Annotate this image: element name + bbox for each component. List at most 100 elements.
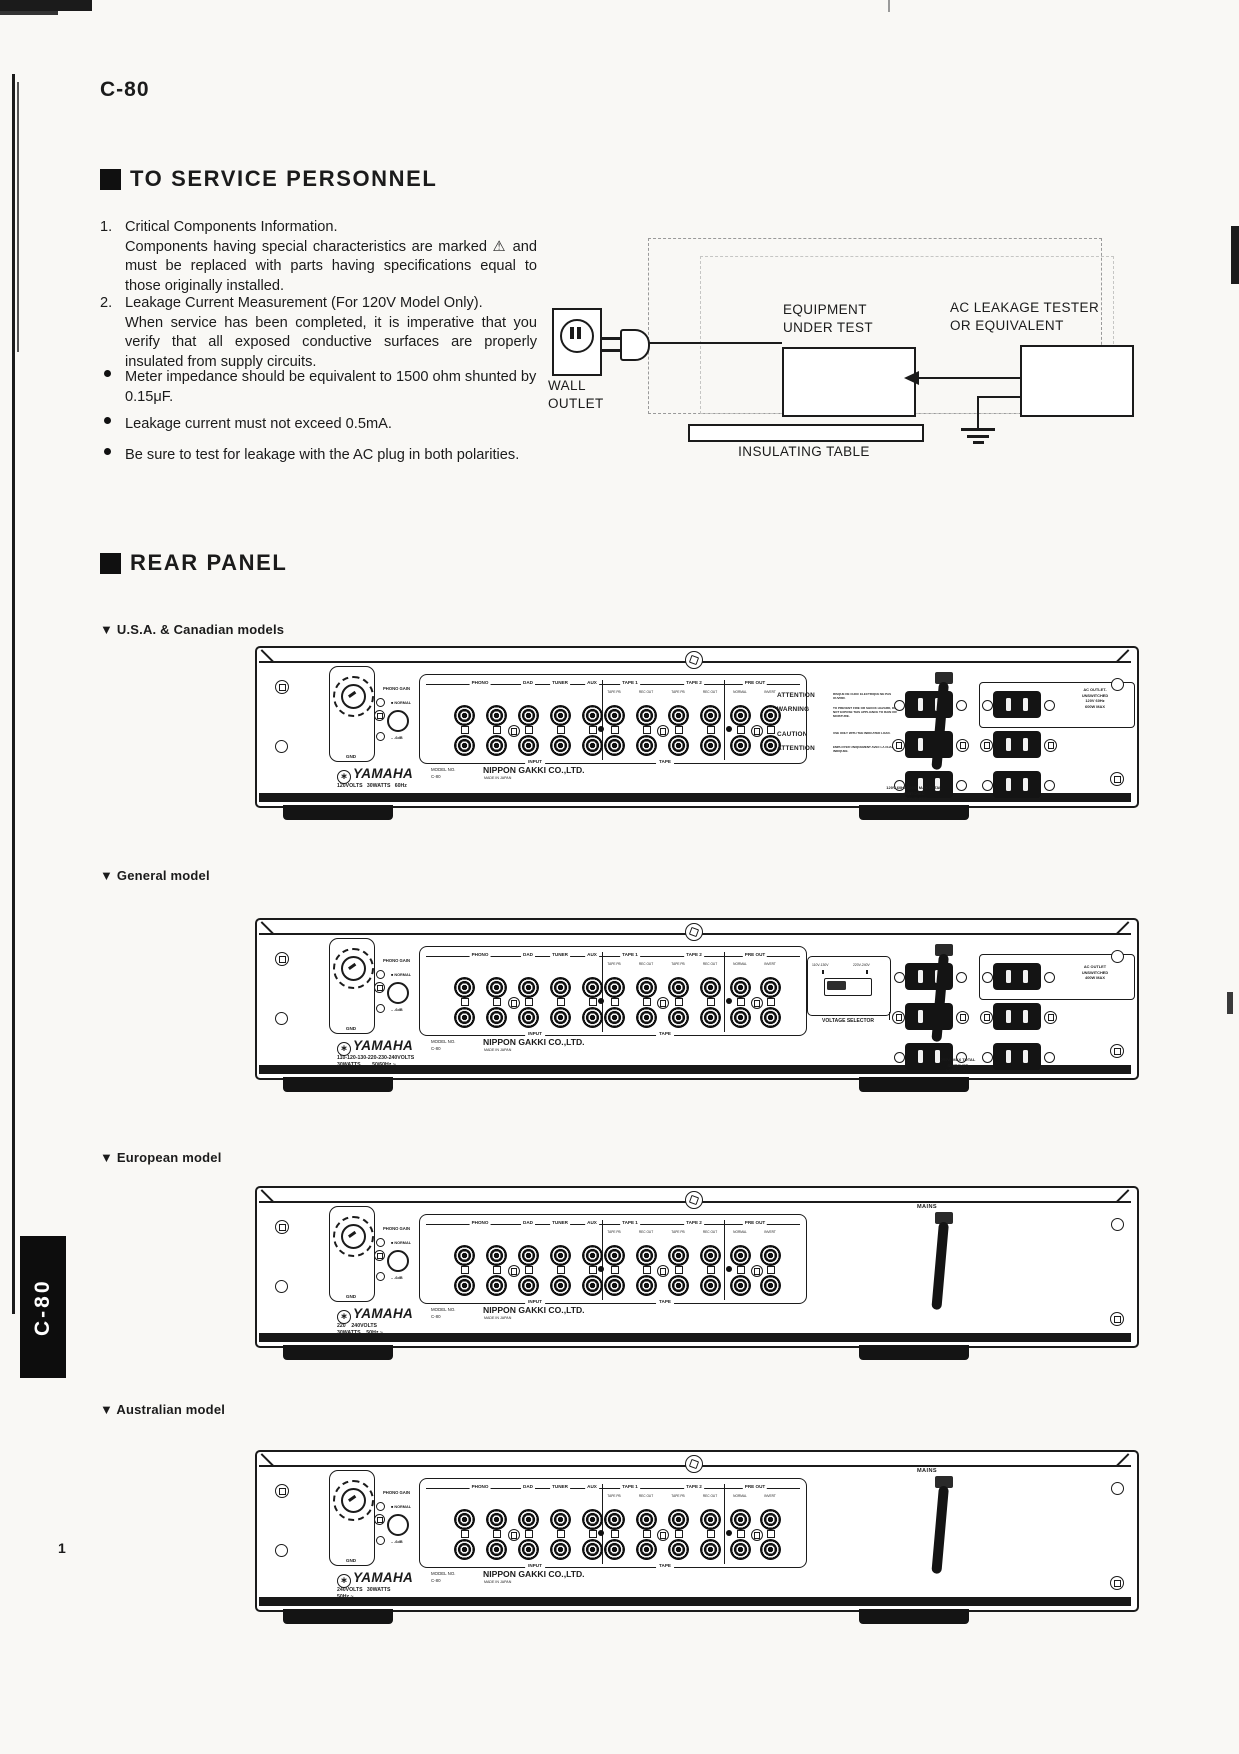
yamaha-logo: ∗YAMAHA [337,1038,413,1056]
gain-normal-label: ■ NORMAL [391,1505,412,1509]
jack-group-label: DAD [521,1220,535,1225]
ac-outlet-slot [918,1049,923,1063]
jack-group-label: PHONO [469,952,491,957]
maker-label: NIPPON GAKKI CO.,LTD. [483,1037,585,1047]
jack-sub-label: REC OUT [638,1229,654,1234]
screw-slot [376,1252,383,1259]
screw-icon [750,1529,763,1541]
made-in-label: MADE IN JAPAN [484,776,512,780]
screw-icon [1110,1576,1124,1590]
screw-icon [956,1010,969,1024]
jack-sub-label: TAPE PB [607,961,621,966]
voltage-line-1: 110-120-130-220-230-240VOLTS [337,1055,415,1061]
screw-slot [376,1516,383,1523]
item-body: When service has been completed, it is i… [125,314,537,370]
screw-icon [376,698,385,707]
page-number: 1 [58,1540,66,1556]
dot-mark [598,998,604,1004]
screw-icon [894,1051,905,1063]
rca-jack [517,1244,539,1266]
jack-field-topline [426,955,800,957]
screw-slot [753,728,760,735]
rca-jack [581,1508,603,1530]
washer-square [642,1266,651,1274]
rca-jack [453,1274,475,1296]
gnd-label: GND [337,1293,365,1299]
washer-square [524,998,533,1006]
item-number: 1. [100,219,113,235]
rca-jack [635,1538,657,1560]
jack-sub-label: NORMAL [733,961,747,966]
panel-bottom-lip [259,1065,1131,1074]
rca-jack [699,704,721,726]
item-title: Critical Components Information. [125,219,338,235]
tape-brace-label: TAPE [656,1299,674,1304]
voltage-line-2: 50Hz ~ [337,1594,354,1600]
bullet-text: Be sure to test for leakage with the AC … [125,447,520,463]
jack-field-sep [602,952,604,1032]
screw-icon [980,1010,993,1024]
unswitched-outlet-label-line: 600W MAX [1085,703,1105,709]
screw-icon [750,997,763,1009]
jack-sub-label: TAPE PB [607,1493,621,1498]
model-no-value: C-80 [431,1578,441,1583]
hex-screw-inner [688,1194,699,1205]
ac-outlet-slot [1006,1049,1011,1063]
ground-icon [973,441,984,444]
dot-mark [598,1266,604,1272]
jack-sub-label: REC OUT [702,1229,718,1234]
rca-jack [581,704,603,726]
ac-outlet-slot [1006,777,1011,791]
jack-sub-label: NORMAL [733,1493,747,1498]
screw-slot [659,1000,666,1007]
washer-square [492,1530,501,1538]
rca-jack [729,1006,751,1028]
screw-slot [1114,776,1121,783]
gain-db-label: – -6dB [391,1276,403,1280]
screw-icon [1044,1010,1057,1024]
screw-slot [510,728,517,735]
switched-caption-line: AC OUTLETS [945,1068,971,1074]
screw-slot [659,1268,666,1275]
washer-square [492,1266,501,1274]
rca-jack [485,1538,507,1560]
ac-outlet [993,1002,1041,1030]
screw-icon [376,732,385,741]
hex-screw-icon [685,1455,703,1473]
screw-icon [507,725,520,737]
washer-square [674,726,683,734]
screw-slot [376,712,383,719]
hex-screw-icon [685,651,703,669]
rca-jack [759,1508,781,1530]
screw-icon [982,699,993,711]
mains-label: MAINS [917,1204,938,1210]
rca-jack [485,1006,507,1028]
model-label-australian: ▼ Australian model [100,1402,226,1417]
washer-square [642,1530,651,1538]
rca-jack [759,1538,781,1560]
model-label-european: ▼ European model [100,1150,222,1165]
leakage-test-diagram: EQUIPMENT UNDER TEST AC LEAKAGE TESTER O… [0,0,1239,500]
screw-slot [510,1532,517,1539]
rca-jack [667,976,689,998]
panel-foot [283,805,393,820]
rca-jack [729,976,751,998]
jack-sub-label: TAPE PB [671,689,685,694]
screw-icon [1110,1312,1124,1326]
washer-square [610,1266,619,1274]
warning-heading: ATTENTION [777,692,815,699]
screw-slot [279,1224,286,1231]
model-no-value: C-80 [431,774,441,779]
ground-line [977,396,980,428]
washer-square [460,998,469,1006]
gnd-label: GND [337,1025,365,1031]
jack-group-label: AUX [585,680,599,685]
screw-icon [656,725,669,737]
rca-jack [759,1006,781,1028]
maker-label: NIPPON GAKKI CO.,LTD. [483,1569,585,1579]
power-cord-line [648,342,782,345]
screw-slot [1047,1014,1054,1021]
